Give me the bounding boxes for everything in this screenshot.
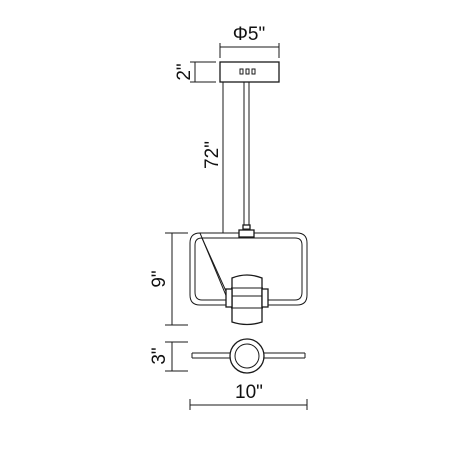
- fixture-depth-label: 3": [149, 347, 170, 364]
- bottom-module-inner-ring: [234, 343, 260, 369]
- fixture-frame-outer: [189, 232, 308, 306]
- light-module: [231, 274, 263, 326]
- fixture-height-dimension: 9": [149, 232, 188, 326]
- fixture-frame-inner: [194, 237, 303, 301]
- fixture-width-dimension: 10": [189, 382, 308, 410]
- fixture-top-hub: [238, 229, 255, 238]
- fixture-depth-dimension: 3": [149, 341, 188, 372]
- cord-length-dimension: 72": [202, 82, 224, 233]
- canopy-height-dimension: 2": [174, 61, 216, 83]
- fixture-width-label: 10": [235, 382, 263, 403]
- canopy-slot-1: [239, 68, 244, 75]
- fixture-bottom-view: [191, 338, 306, 374]
- canopy-diameter-dimension: Φ5": [219, 24, 280, 58]
- canopy-diameter-label: Φ5": [233, 24, 265, 45]
- canopy-height-label: 2": [174, 63, 195, 80]
- canopy: [219, 61, 280, 83]
- suspension-cord: [242, 82, 251, 235]
- left-clamp: [225, 288, 233, 308]
- canopy-slot-2: [245, 68, 250, 75]
- fixture-front-view: [189, 229, 308, 326]
- fixture-height-label: 9": [149, 270, 170, 287]
- cord-length-label: 72": [202, 141, 223, 169]
- right-clamp: [261, 288, 269, 308]
- canopy-slot-3: [251, 68, 256, 75]
